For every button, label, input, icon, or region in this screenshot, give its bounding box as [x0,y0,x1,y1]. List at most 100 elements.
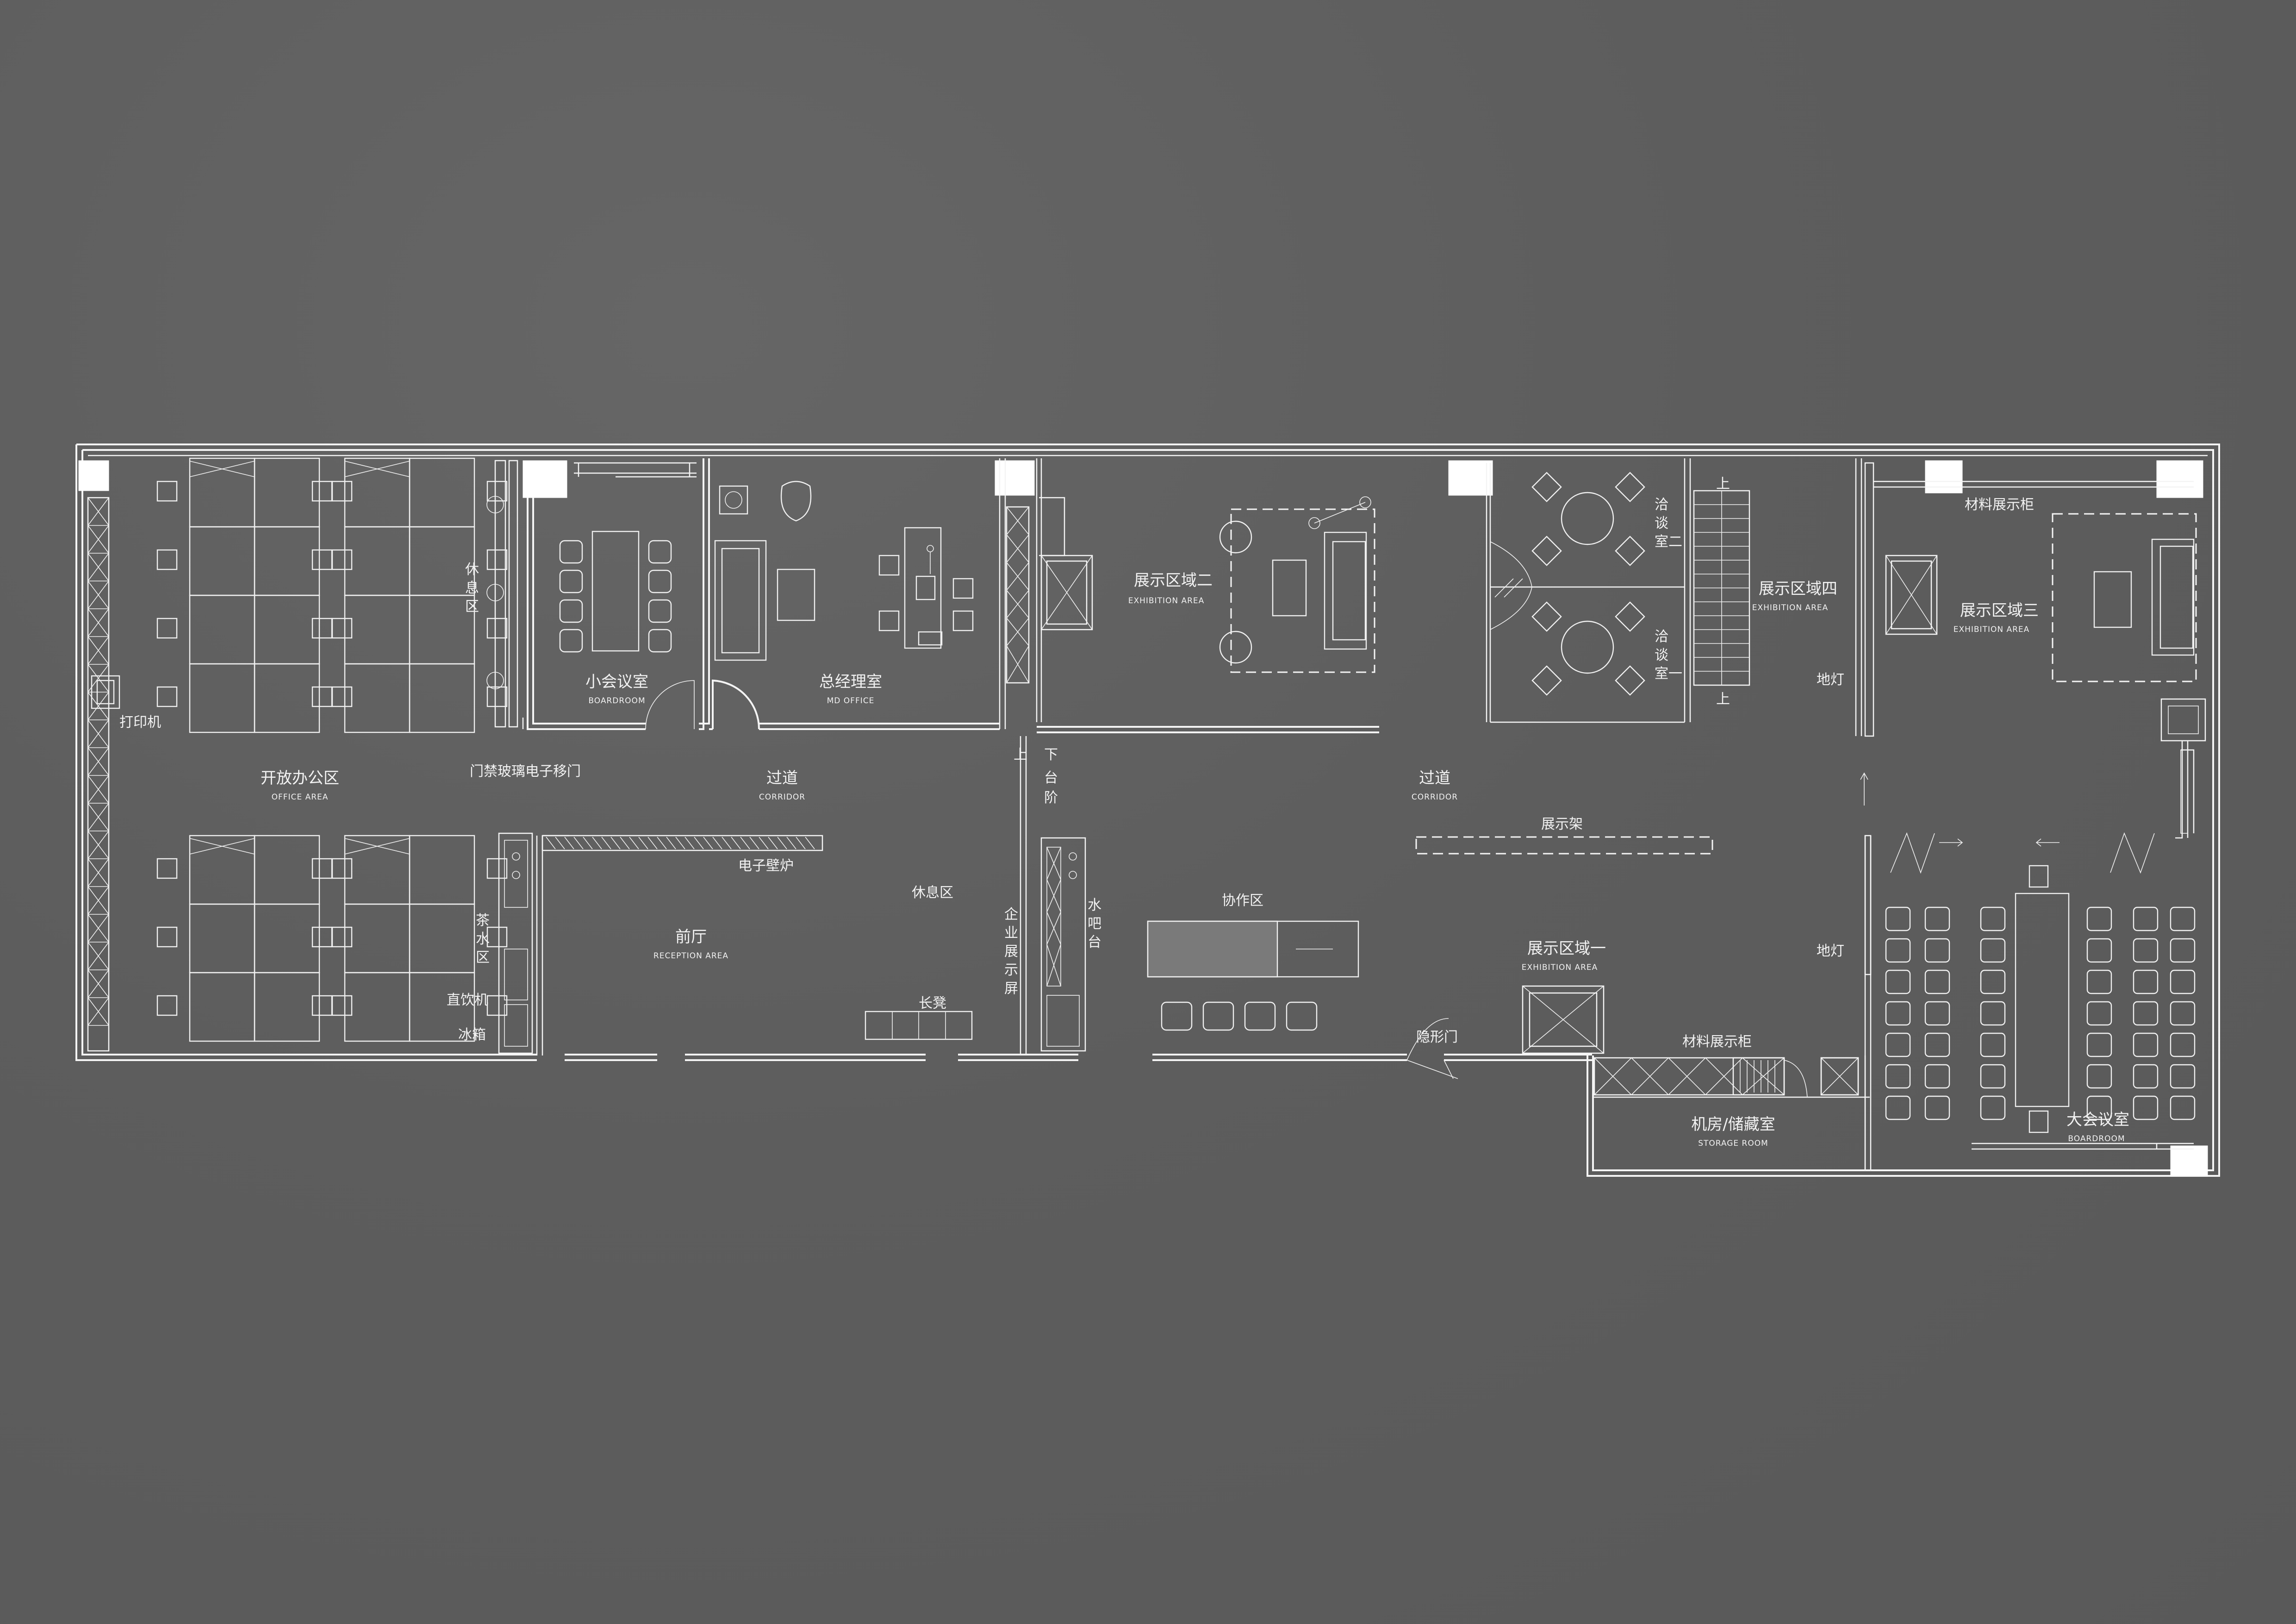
boardroom-chair [648,569,672,593]
label-storage-en: STORAGE ROOM [1698,1139,1768,1148]
desk [254,835,320,905]
conference-chair [1924,969,1950,994]
boardroom-chair [559,599,583,623]
conference-chair [2133,1032,2159,1057]
label-storage-cn: 机房/储藏室 [1691,1115,1775,1134]
structural-columns [78,460,2208,1176]
desk [344,903,411,974]
desk [189,663,255,733]
desk [344,526,411,596]
label-boardroom-large-en: BOARDROOM [2068,1134,2125,1143]
desk [409,835,475,905]
label-rest-area-vertical: 休 息 区 [465,562,484,615]
label-corridor-right-en: CORRIDOR [1412,793,1458,802]
office-chair [331,618,353,639]
office-chair [486,858,508,879]
conference-chair [2170,906,2196,931]
conference-chair [1885,1001,1911,1026]
label-reception-en: RECEPTION AREA [653,951,728,961]
label-exhibition-2-en: EXHIBITION AREA [1128,596,1205,606]
desk [254,663,320,733]
desk [344,663,411,733]
conference-chair [1885,1095,1911,1120]
room-labels: 开放办公区 OFFICE AREA 打印机 休 息 区 小会议室 BOARDRO… [119,476,2129,1148]
desk [189,594,255,665]
conference-chair [2133,1064,2159,1089]
conference-chair [1924,1001,1950,1026]
office-chair [331,858,353,879]
desk [254,594,320,665]
conference-chair [2086,1001,2112,1026]
conference-chair [2086,1032,2112,1057]
office-chair [311,618,333,639]
desk [409,663,475,733]
label-material-cabinet-bottom: 材料展示柜 [1682,1034,1752,1050]
conference-chair [2170,969,2196,994]
corridor-divider-upper [1037,726,1379,733]
conference-chair [1924,1095,1950,1120]
staircase [1693,490,1750,686]
desk [409,903,475,974]
storage-room [1587,1056,1870,1176]
office-chair [311,549,333,570]
conference-chair [1980,1032,2006,1057]
boardroom-chair [648,599,672,623]
conference-chair [2170,938,2196,963]
desk [409,972,475,1042]
label-floor-light-bottom: 地灯 [1817,943,1844,959]
md-office-walls [709,458,1006,730]
exhibition-area-1-lift [1522,985,1605,1054]
label-material-cabinet-top: 材料展示柜 [1965,497,2034,513]
office-chair [331,481,353,502]
label-md-office-cn: 总经理室 [819,673,882,691]
label-printer: 打印机 [119,714,161,731]
large-boardroom [1864,832,2196,1171]
outer-walls [75,443,2220,1177]
collaboration-table [1147,920,1359,1031]
conference-chair [2170,1001,2196,1026]
desk-divider [189,838,255,855]
boardroom-chair [559,629,583,653]
office-chair [486,686,508,707]
office-chair [156,618,178,639]
conference-chair [2170,1032,2196,1057]
conference-chair [2170,1095,2196,1120]
hidden-door [1406,1018,1458,1079]
label-exhibition-2-cn: 展示区域二 [1134,571,1213,590]
office-chair [156,686,178,707]
label-boardroom-small-en: BOARDROOM [588,696,645,706]
office-chair [156,995,178,1016]
office-chair [156,926,178,948]
label-floor-light-top: 地灯 [1817,672,1844,688]
office-chair [331,926,353,948]
conference-chair [2086,906,2112,931]
md-office-furniture [714,481,974,661]
label-boardroom-large-cn: 大会议室 [2066,1111,2129,1129]
office-chair [311,995,333,1016]
desk [409,594,475,665]
conference-chair [1885,906,1911,931]
desk [189,972,255,1042]
desk [254,457,320,528]
label-reception-cn: 前厅 [675,928,707,946]
desk [344,594,411,665]
office-chair [156,549,178,570]
conference-chair [2086,938,2112,963]
desk-divider [344,461,410,477]
office-chair [311,926,333,948]
label-corridor-left-en: CORRIDOR [759,793,805,802]
conference-chair [1980,1064,2006,1089]
electric-fireplace [541,835,823,851]
label-fireplace: 电子壁炉 [738,858,794,874]
conference-chair [1885,1032,1911,1057]
right-annex [2160,698,2206,839]
office-chair [486,618,508,639]
office-chair [486,926,508,948]
reception-bench [865,1011,973,1040]
tea-area-counter [498,832,569,1056]
printer-icon [91,675,120,709]
label-corridor-left-cn: 过道 [766,769,798,787]
conference-chair [2170,1064,2196,1089]
conference-chair [1885,969,1911,994]
